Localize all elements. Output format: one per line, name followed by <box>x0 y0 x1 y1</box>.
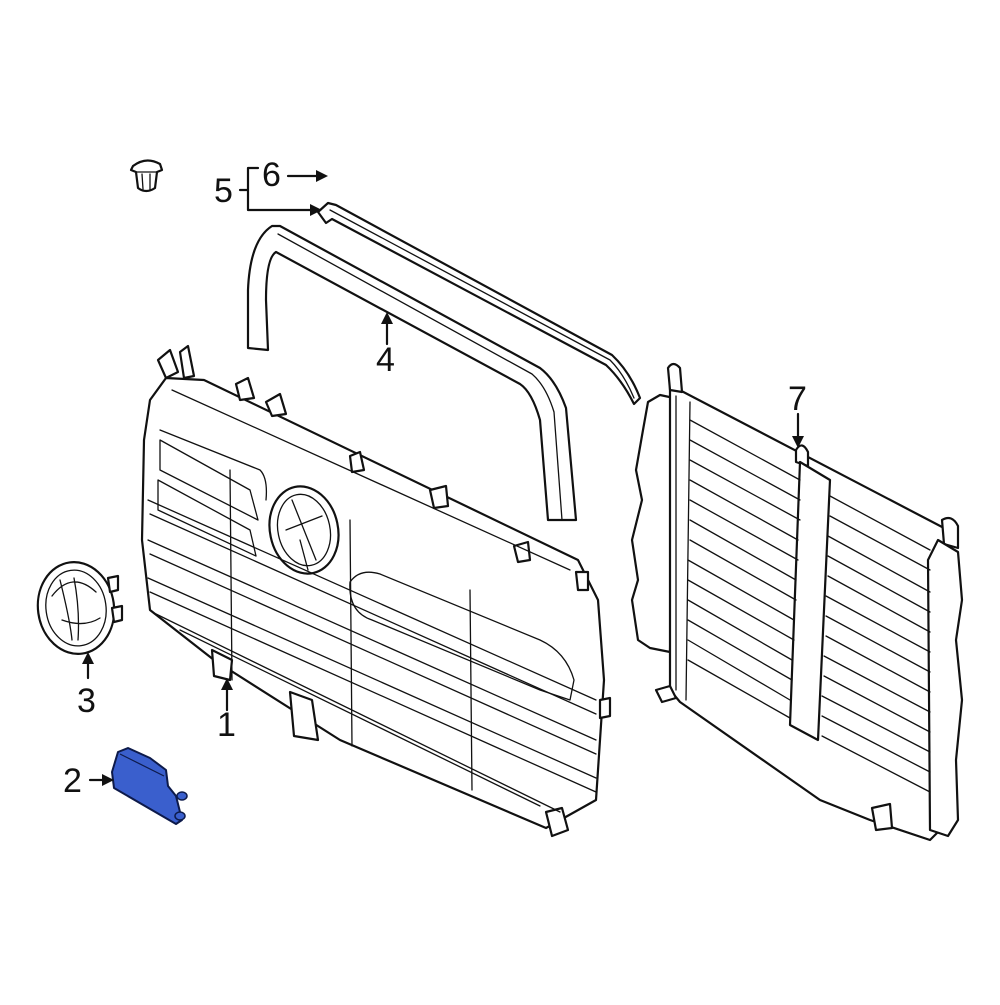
part-2-sensor-cover[interactable] <box>111 747 188 825</box>
leader-lines <box>82 166 804 786</box>
grille-slats <box>147 499 597 813</box>
callout-4: 4 <box>376 341 395 379</box>
callout-7: 7 <box>788 380 807 418</box>
part-7-radiator[interactable] <box>630 362 964 842</box>
callout-2: 2 <box>63 762 82 800</box>
radiator-fins-left <box>687 419 801 719</box>
part-5-seal[interactable] <box>316 201 642 406</box>
callout-3: 3 <box>77 682 96 720</box>
part-3-emblem[interactable] <box>32 557 124 659</box>
part-6-clip[interactable] <box>129 159 164 193</box>
part-4-molding[interactable] <box>246 224 578 522</box>
callout-6: 6 <box>262 156 281 194</box>
part-1-grille[interactable] <box>140 344 612 838</box>
radiator-fins-right <box>821 495 931 793</box>
callout-5: 5 <box>214 172 233 210</box>
callout-1: 1 <box>217 706 236 744</box>
